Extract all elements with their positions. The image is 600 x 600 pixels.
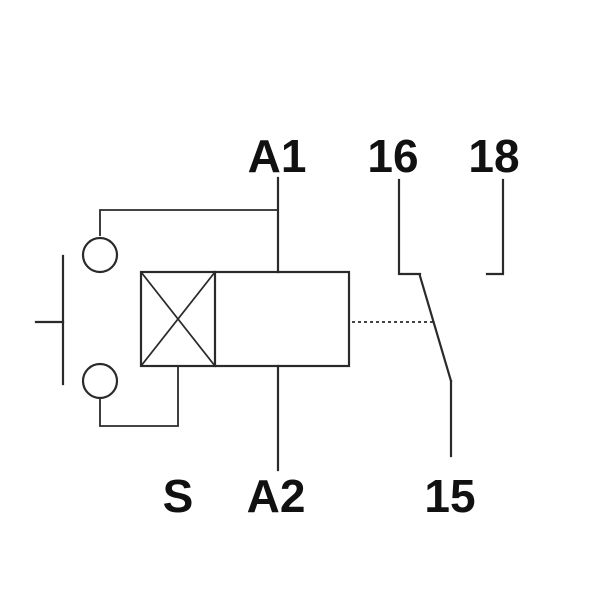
label-s: S (163, 470, 194, 522)
contact-blade (418, 274, 453, 383)
label-a1: A1 (248, 130, 307, 182)
contact-16-wire (397, 178, 422, 276)
pushbutton-upper-contact-icon (81, 236, 119, 274)
label-16: 16 (367, 130, 418, 182)
pushbutton-lower-wire (99, 366, 179, 427)
pushbutton-upper-wire (99, 209, 278, 236)
coil-cross-icon-2 (140, 271, 216, 367)
label-a2: A2 (247, 470, 306, 522)
coil-body (139, 270, 351, 368)
contact-18-wire (485, 178, 505, 276)
label-18: 18 (468, 130, 519, 182)
pushbutton-lower-contact-icon (81, 362, 119, 400)
label-15: 15 (424, 470, 475, 522)
